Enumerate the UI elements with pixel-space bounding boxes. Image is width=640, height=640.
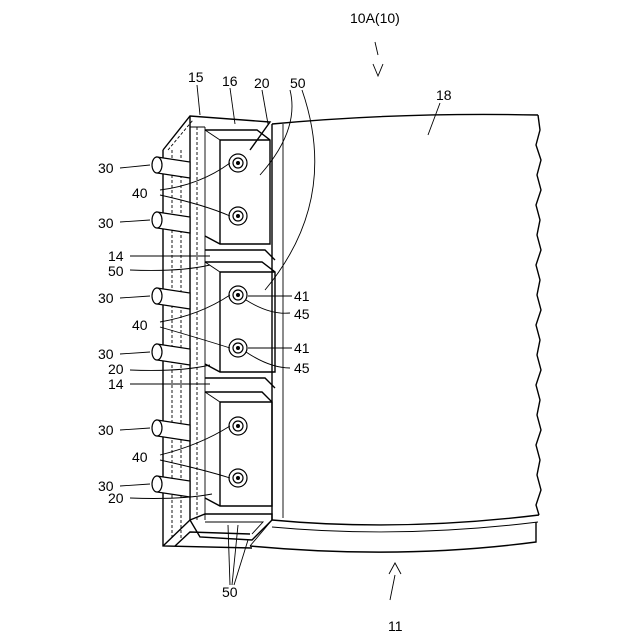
- label-14-b: 14: [108, 376, 124, 392]
- label-41-a: 41: [294, 288, 310, 304]
- fastener-3: [229, 286, 247, 304]
- label-40-a: 40: [132, 185, 148, 201]
- leader-lines: [120, 42, 440, 600]
- label-45-a: 45: [294, 306, 310, 322]
- label-assembly: 10A(10): [350, 10, 400, 26]
- label-14-a: 14: [108, 248, 124, 264]
- bracket-bottom: [205, 392, 272, 506]
- label-50-bot: 50: [222, 584, 238, 600]
- label-20-bot: 20: [108, 490, 124, 506]
- label-30-d: 30: [98, 346, 114, 362]
- label-45-b: 45: [294, 360, 310, 376]
- label-41-b: 41: [294, 340, 310, 356]
- label-16: 16: [222, 73, 238, 89]
- label-30-c: 30: [98, 290, 114, 306]
- fastener-2: [229, 207, 247, 225]
- label-20-top: 20: [254, 75, 270, 91]
- fastener-1: [229, 154, 247, 172]
- pin-4: [152, 344, 190, 365]
- pin-3: [152, 288, 190, 309]
- label-bottom: 11: [388, 618, 403, 634]
- pin-2: [152, 212, 190, 233]
- label-20-mid: 20: [108, 361, 124, 377]
- label-15: 15: [188, 69, 204, 85]
- pin-1: [152, 157, 190, 178]
- fastener-5: [229, 417, 247, 435]
- bracket-top: [205, 130, 275, 260]
- pins: [152, 157, 190, 497]
- label-50-top: 50: [290, 75, 306, 91]
- label-30-e: 30: [98, 422, 114, 438]
- pin-5: [152, 420, 190, 441]
- cover-panel: [250, 114, 541, 552]
- label-cover: 18: [436, 87, 452, 103]
- label-40-b: 40: [132, 317, 148, 333]
- fastener-4: [229, 339, 247, 357]
- label-30-a: 30: [98, 160, 114, 176]
- fastener-6: [229, 469, 247, 487]
- fasteners: [229, 154, 247, 487]
- bracket-middle: [205, 262, 275, 388]
- label-50-mid: 50: [108, 263, 124, 279]
- label-40-c: 40: [132, 449, 148, 465]
- label-30-b: 30: [98, 215, 114, 231]
- pin-6: [152, 476, 190, 497]
